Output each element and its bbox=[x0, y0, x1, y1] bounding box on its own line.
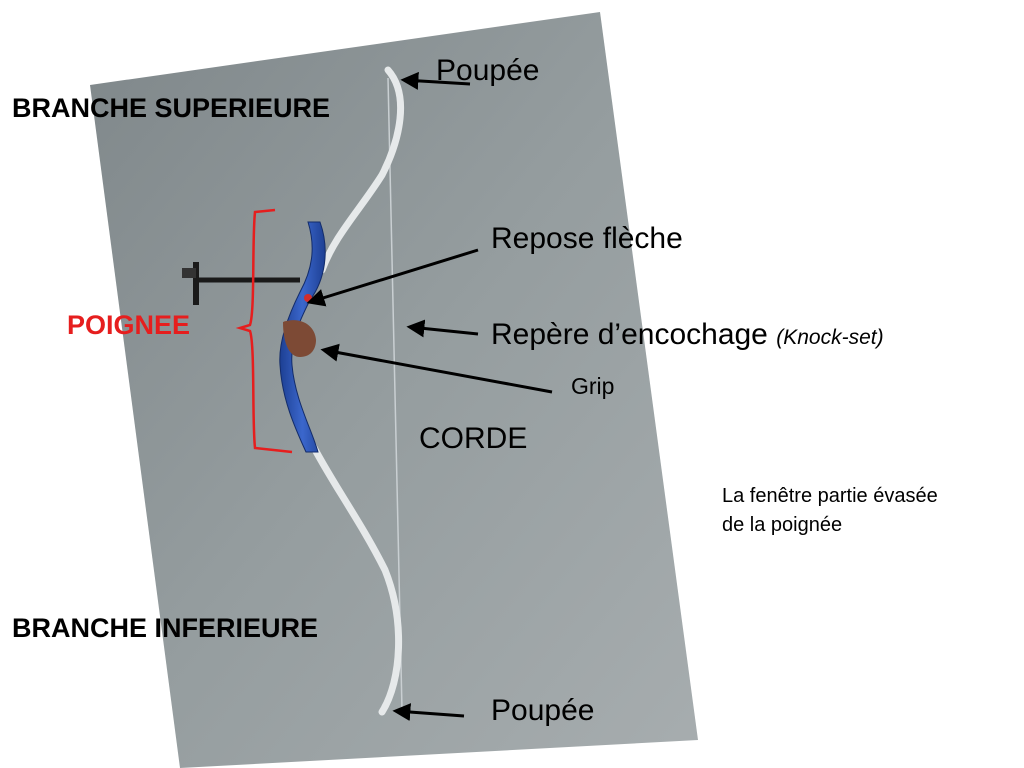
bow-string bbox=[387, 77, 403, 711]
lower-limb bbox=[306, 436, 403, 716]
arrow-repere-encochage bbox=[406, 319, 479, 338]
label-poupee-top: Poupée bbox=[436, 54, 540, 87]
sight-aperture bbox=[182, 268, 196, 278]
upper-limb bbox=[318, 66, 404, 274]
arrow-poupee-bottom bbox=[392, 703, 465, 722]
arrow-grip bbox=[320, 343, 553, 394]
label-poupee-bottom: Poupée bbox=[491, 694, 595, 727]
label-fenetre-note: La fenêtre partie évasée de la poignée bbox=[722, 485, 938, 536]
arrow-poupee-top bbox=[400, 71, 471, 90]
photo-background bbox=[90, 12, 698, 768]
label-branche-superieure: BRANCHE SUPERIEURE bbox=[12, 93, 331, 123]
label-repere-encochage: Repère d’encochage bbox=[491, 318, 768, 351]
label-knock-set: (Knock-set) bbox=[776, 326, 884, 349]
label-repere-encochage-group: Repère d’encochage (Knock-set) bbox=[491, 318, 884, 351]
poignee-bracket bbox=[235, 208, 293, 454]
label-poignee: POIGNEE bbox=[67, 310, 191, 340]
riser-grip bbox=[283, 320, 316, 357]
label-repose-fleche: Repose flèche bbox=[491, 222, 683, 255]
arrow-repose-fleche bbox=[306, 248, 479, 307]
label-corde: CORDE bbox=[419, 422, 528, 455]
label-grip: Grip bbox=[571, 373, 615, 399]
label-branche-inferieure: BRANCHE INFERIEURE bbox=[12, 613, 319, 643]
